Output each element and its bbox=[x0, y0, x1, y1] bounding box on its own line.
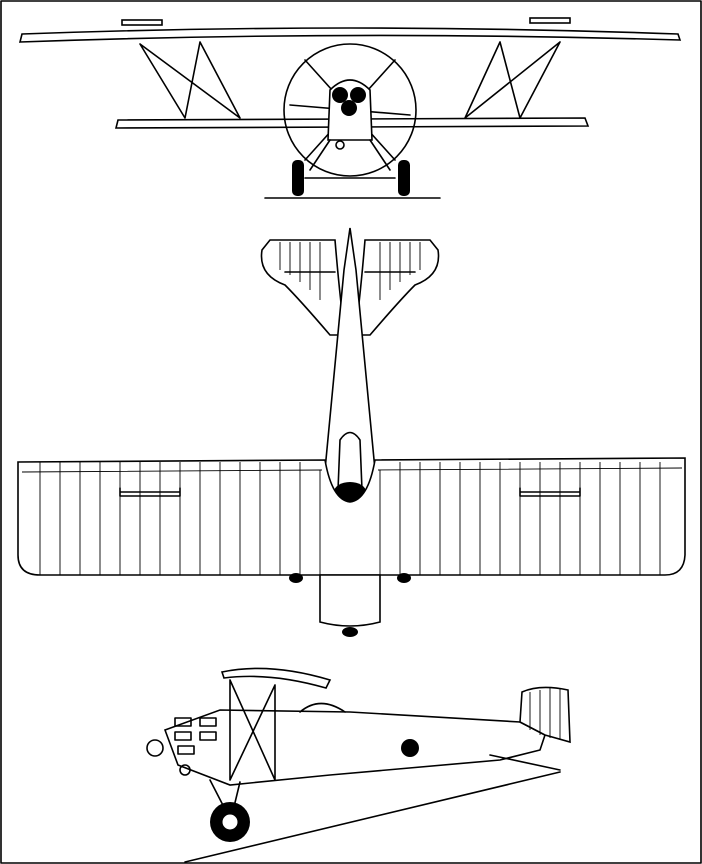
top-wing bbox=[17, 457, 686, 576]
side-tailplane bbox=[489, 754, 561, 771]
top-nose bbox=[319, 574, 381, 627]
top-cockpit bbox=[337, 431, 363, 491]
side-propeller-hub bbox=[146, 739, 164, 757]
side-ground-line bbox=[184, 771, 561, 863]
front-propeller-disk bbox=[283, 43, 417, 177]
front-landing-gear bbox=[304, 139, 396, 179]
side-tail-fin bbox=[519, 686, 571, 744]
side-struts bbox=[229, 679, 276, 781]
top-tailplane-right bbox=[354, 239, 440, 336]
top-view bbox=[17, 227, 686, 637]
side-view bbox=[146, 667, 571, 863]
front-wheel-right bbox=[398, 160, 410, 196]
top-ailerons bbox=[119, 487, 581, 497]
front-struts-right bbox=[464, 41, 561, 119]
front-upper-wing-fitting-right bbox=[529, 17, 571, 24]
top-wing-ribs bbox=[39, 462, 661, 575]
side-engine-panels bbox=[174, 717, 217, 755]
side-roundel bbox=[401, 739, 419, 757]
side-cockpit bbox=[299, 702, 346, 713]
front-upper-wing-fitting-left bbox=[121, 19, 163, 26]
side-fuselage bbox=[163, 709, 546, 786]
top-tailplane-left bbox=[260, 239, 346, 336]
front-view bbox=[18, 17, 682, 199]
front-upper-wing bbox=[18, 27, 682, 43]
side-upper-wing bbox=[220, 667, 332, 689]
front-wheel-left bbox=[292, 160, 304, 196]
front-struts-left bbox=[139, 41, 241, 119]
